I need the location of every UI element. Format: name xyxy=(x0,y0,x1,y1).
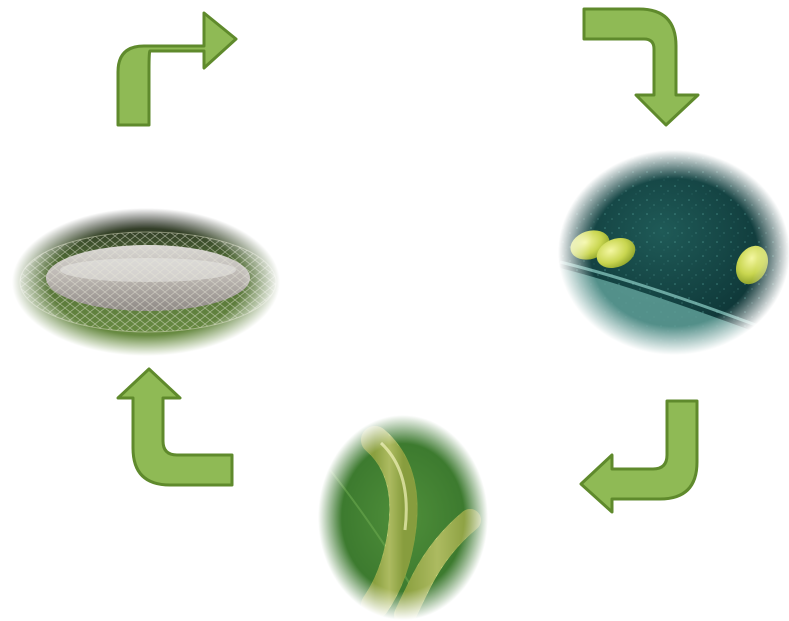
arrow-eggs-to-larvae xyxy=(581,401,697,512)
eggs-photo xyxy=(558,150,789,355)
cocoon-photo xyxy=(12,208,280,356)
arrow-eggs-top xyxy=(584,9,698,125)
arrow-pupa-to-eggs xyxy=(118,13,236,125)
arrow-larvae-to-pupa xyxy=(118,369,232,485)
caterpillar-photo xyxy=(318,415,488,620)
